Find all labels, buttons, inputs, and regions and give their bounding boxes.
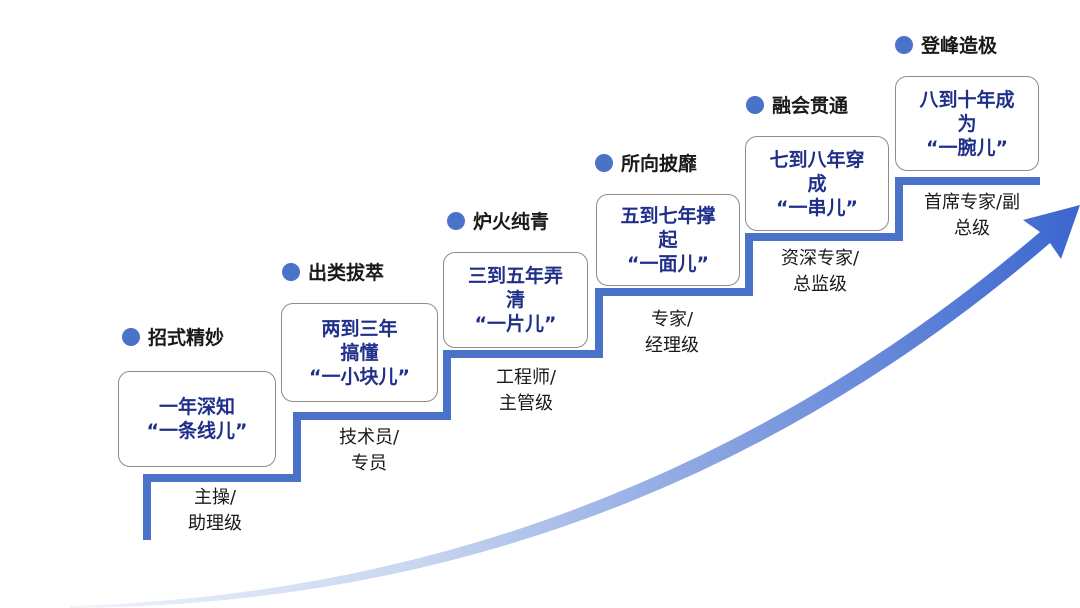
milestone-line: 八到十年成 [919,88,1015,111]
stage-milestone-box: 一年深知 “一条线儿” [118,371,276,467]
stage-title: 所向披靡 [595,149,697,176]
stage-level: 主操/ 助理级 [160,485,270,537]
milestone-line: 清 [505,289,525,311]
milestone-line: 搞懂 [340,341,379,364]
stage-level: 技术员/ 专员 [309,425,429,477]
milestone-line: “一腕儿” [926,136,1008,159]
stage-title: 出类拔萃 [282,258,384,285]
milestone-line: “一面儿” [627,253,709,275]
milestone-line: “一条线儿” [146,420,248,442]
milestone-line: 成 [807,172,827,195]
bullet-dot-icon [895,35,913,54]
stage-milestone-box: 三到五年弄 清 “一片儿” [443,252,588,348]
bullet-dot-icon [595,153,613,172]
level-line: 专员 [351,453,387,474]
level-line: 工程师/ [495,367,557,388]
milestone-line: “一串儿” [776,196,858,219]
stage-title: 炉火纯青 [447,207,549,234]
bullet-dot-icon [122,327,140,346]
stage-title-text: 登峰造极 [921,35,998,57]
stage-title-text: 招式精妙 [148,327,225,349]
level-line: 资深专家/ [780,248,860,269]
bullet-dot-icon [447,211,465,230]
stage-level: 专家/ 经理级 [612,307,732,359]
milestone-line: “一片儿” [474,313,557,335]
stage-title-text: 融会贯通 [772,95,849,117]
stage-level: 资深专家/ 总监级 [760,246,880,298]
level-line: 总级 [954,218,990,239]
stage-title: 招式精妙 [122,323,224,350]
milestone-line: 三到五年弄 [467,265,563,287]
bullet-dot-icon [746,95,764,114]
level-line: 技术员/ [338,427,400,448]
stage-title-text: 所向披靡 [621,153,698,175]
stage-title-text: 出类拔萃 [308,262,385,284]
level-line: 专家/ [650,309,694,330]
milestone-line: 五到七年撑 [620,205,716,227]
milestone-line: 为 [957,112,977,135]
bullet-dot-icon [282,262,300,281]
stage-milestone-box: 五到七年撑 起 “一面儿” [596,194,740,286]
stage-milestone-box: 两到三年 搞懂 “一小块儿” [281,303,438,402]
milestone-line: “一小块儿” [309,365,410,388]
stage-title: 融会贯通 [746,91,848,118]
level-line: 助理级 [188,513,242,534]
level-line: 首席专家/副 [923,192,1021,213]
level-line: 经理级 [645,335,699,356]
stage-level: 工程师/ 主管级 [466,365,586,417]
level-line: 主管级 [499,393,553,414]
stage-milestone-box: 七到八年穿 成 “一串儿” [745,136,889,231]
milestone-line: 两到三年 [321,317,398,340]
milestone-line: 一年深知 [158,396,235,418]
stage-level: 首席专家/副 总级 [907,190,1037,242]
stage-title-text: 炉火纯青 [473,211,550,233]
level-line: 总监级 [793,274,847,295]
stage-milestone-box: 八到十年成 为 “一腕儿” [895,76,1039,171]
milestone-line: 七到八年穿 [769,148,865,171]
staircase-line [143,177,1040,540]
milestone-line: 起 [658,229,678,251]
level-line: 主操/ [193,487,237,508]
stage-title: 登峰造极 [895,31,997,58]
